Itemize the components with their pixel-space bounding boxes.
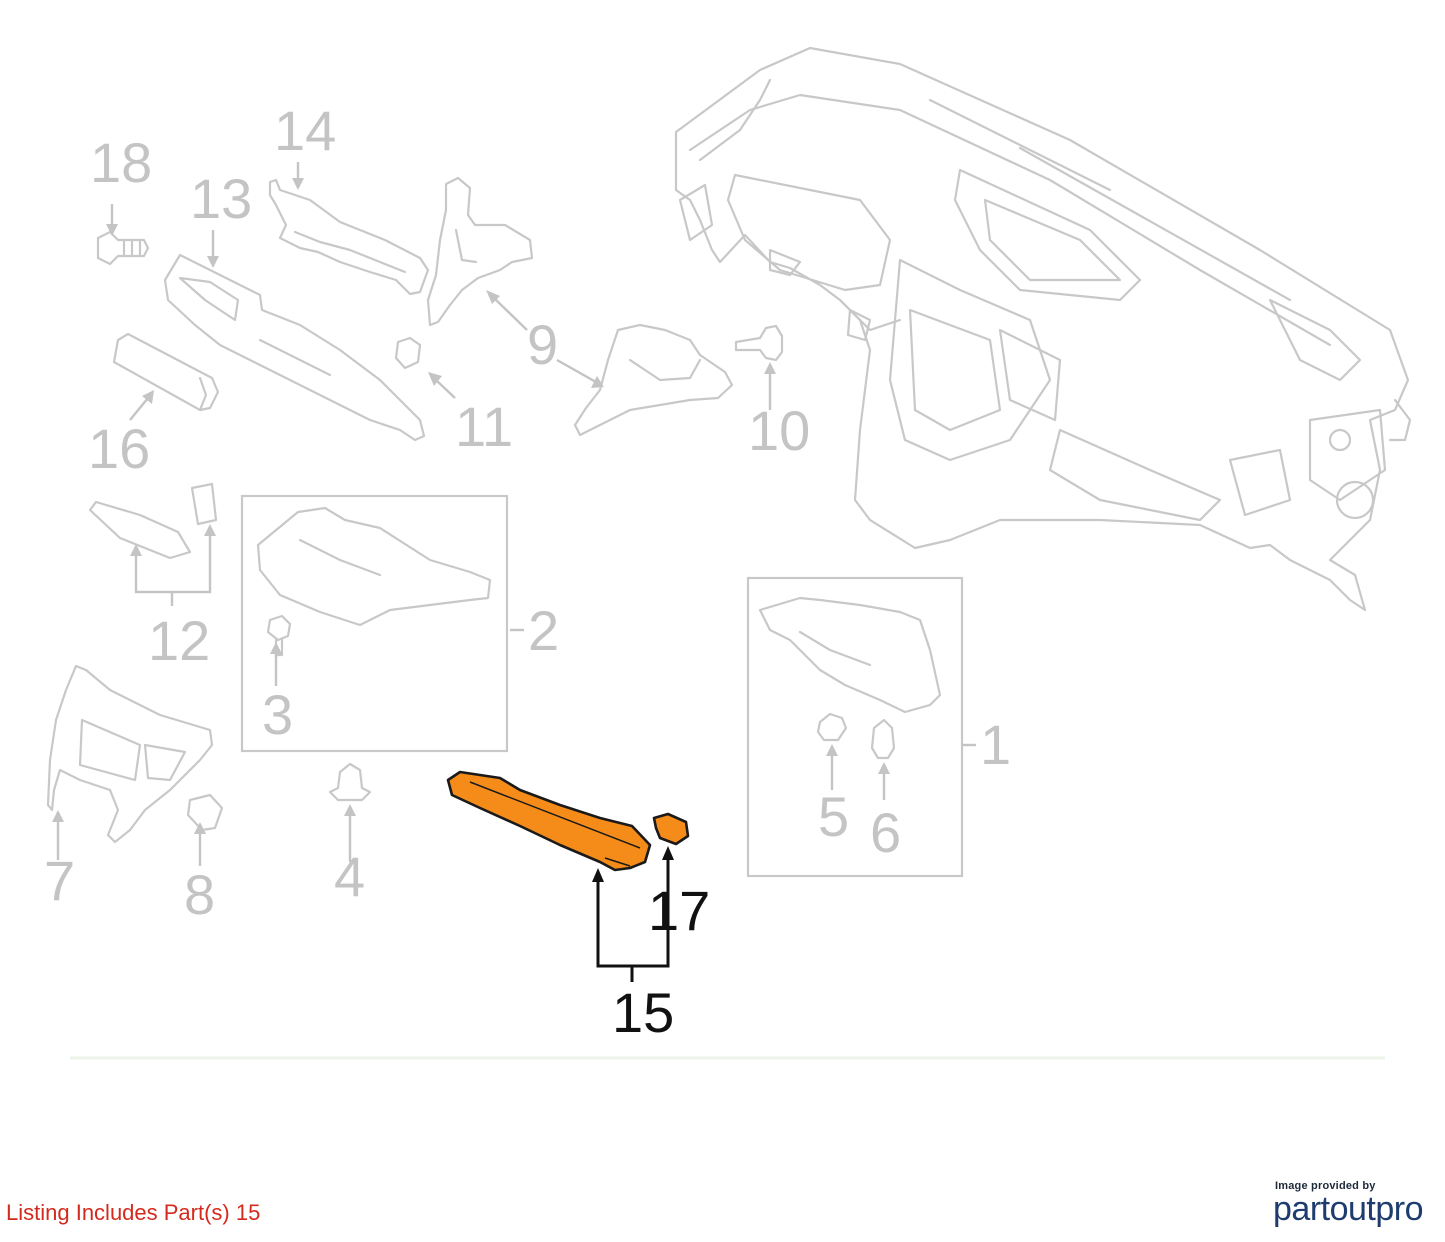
callout-labels: 18 14 13 9 11 10 16 12 2 3 1 7 8 4 5 6 1… (44, 99, 1011, 1044)
callout-16: 16 (88, 417, 150, 480)
leader-lines (52, 162, 976, 866)
credit-caption: Image provided by (1275, 1180, 1376, 1192)
callout-9: 9 (527, 313, 558, 376)
callout-18: 18 (90, 131, 152, 194)
part-13-panel (163, 253, 426, 442)
part-16-trim (112, 332, 220, 412)
callout-7: 7 (44, 849, 75, 912)
active-leader-lines (592, 846, 674, 982)
part-10-pin (734, 324, 784, 362)
callout-6: 6 (870, 801, 901, 864)
part-7-bezel (46, 664, 214, 844)
callout-4: 4 (334, 845, 365, 908)
callout-8: 8 (184, 863, 215, 926)
callout-14: 14 (274, 99, 336, 162)
callout-12: 12 (148, 609, 210, 672)
part-14-bracket (268, 178, 430, 296)
image-credit: Image provided by partoutpro (1273, 1180, 1424, 1229)
listing-note: Listing Includes Part(s) 15 (6, 1200, 261, 1225)
part-1-box (746, 576, 964, 878)
callout-1: 1 (980, 713, 1011, 776)
part-9-bracket-lower (573, 323, 734, 437)
callout-17: 17 (648, 879, 710, 942)
callout-2: 2 (528, 599, 559, 662)
part-9-bracket-upper (426, 176, 534, 327)
partoutpro-logo: partoutpro (1273, 1190, 1424, 1228)
callout-10: 10 (748, 399, 810, 462)
callout-13: 13 (190, 167, 252, 230)
part-2-box (240, 494, 509, 753)
part-18-bolt (96, 230, 150, 266)
part-17-highlighted (652, 812, 690, 846)
part-12-cover (88, 482, 218, 560)
dashboard-assembly (674, 46, 1412, 612)
part-15-highlighted (446, 770, 652, 872)
callout-15: 15 (612, 981, 674, 1044)
part-8-clip (186, 793, 224, 832)
callout-3: 3 (262, 683, 293, 746)
callout-11: 11 (455, 395, 513, 458)
part-4-pin (328, 762, 372, 802)
part-11-clip (394, 336, 422, 370)
callout-5: 5 (818, 785, 849, 848)
